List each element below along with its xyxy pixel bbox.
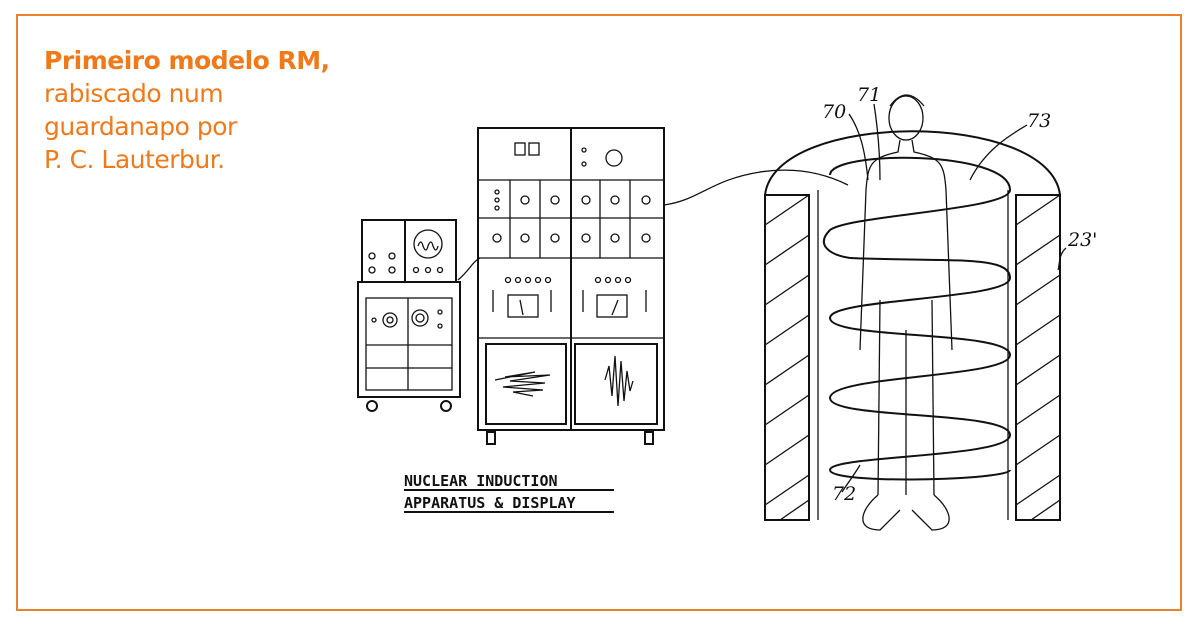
apparatus-label-line-1: NUCLEAR INDUCTION [404,472,558,490]
caption-title: Primeiro modelo RM, [44,46,330,75]
main-cabinet [477,127,849,445]
person [859,94,953,531]
magnet-cylinder [764,94,1061,531]
ref-71: 71 [857,84,881,106]
hatching [764,194,1061,521]
ref-70: 70 [822,101,846,123]
apparatus-label-line-2: APPARATUS & DISPLAY [404,494,576,512]
rf-coil [822,156,1012,481]
caption-line: rabiscado num [44,79,224,108]
orange-frame [16,14,1182,611]
small-console [357,219,481,412]
caption-line: P. C. Lauterbur. [44,145,225,174]
ref-73: 73 [1027,110,1051,132]
ref-23: 23' [1067,229,1097,251]
caption-line: guardanapo por [44,112,237,141]
ref-72: 72 [832,483,856,505]
caption: Primeiro modelo RM, rabiscado num guarda… [44,44,330,176]
